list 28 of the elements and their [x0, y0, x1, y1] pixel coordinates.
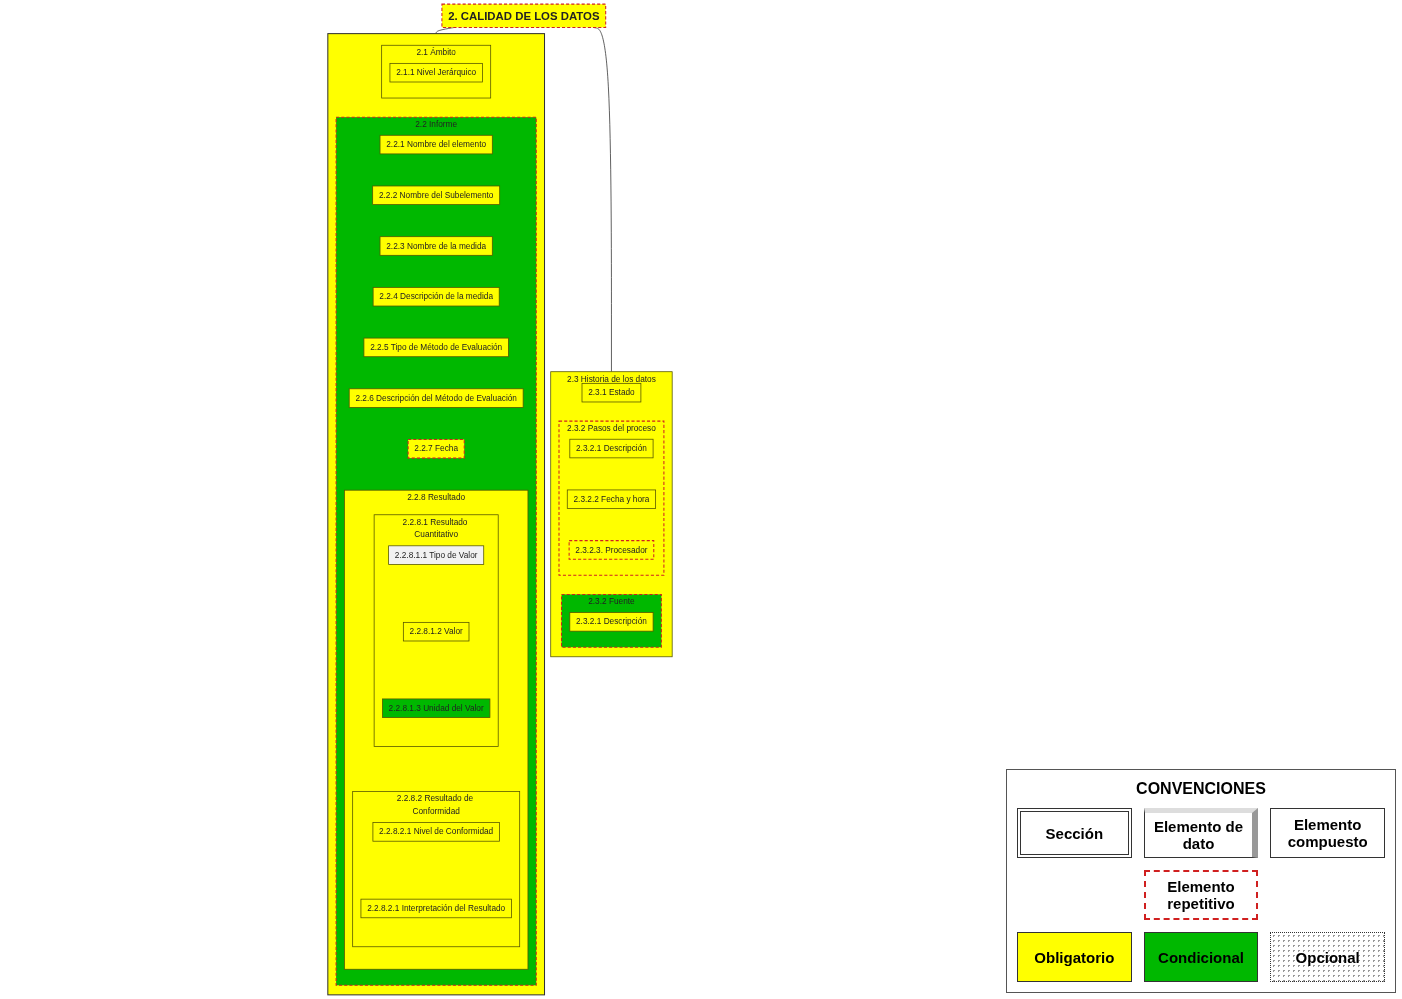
- legend-item: Elemento de dato: [1143, 808, 1259, 858]
- node-box: 2.2.8.2.1 Interpretación del Resultado: [360, 898, 512, 919]
- node-box: 2.2.2 Nombre del Subelemento: [372, 185, 501, 205]
- node-box: 2.2.8.1.1 Tipo de Valor: [388, 545, 485, 565]
- node-box: 2.3.2.1 Descripción: [569, 438, 654, 459]
- cluster: [327, 33, 546, 996]
- node-box: 2.2.5 Tipo de Método de Evaluación: [363, 337, 509, 358]
- node-box: 2.3.2.3. Procesador: [568, 540, 655, 560]
- node-box: 2.2.8.2.1 Nivel de Conformidad: [372, 822, 500, 842]
- node-box: 2. CALIDAD DE LOS DATOS: [441, 3, 607, 28]
- node-box: 2.2.6 Descripción del Método de Evaluación: [348, 388, 524, 408]
- legend-item: Elemento repetitivo: [1143, 870, 1259, 920]
- node-box: 2.3.2.1 Descripción: [569, 612, 654, 632]
- legend-item: Condicional: [1143, 932, 1259, 982]
- node-box: 2.2.3 Nombre de la medida: [379, 236, 493, 256]
- legend-item: Opcional: [1270, 932, 1385, 982]
- node-box: 2.3.2.2 Fecha y hora: [566, 489, 656, 509]
- node-box: 2.3.1 Estado: [581, 382, 642, 403]
- legend-item: Elemento compuesto: [1270, 808, 1385, 858]
- node-box: 2.2.8.1.2 Valor: [402, 622, 470, 642]
- node-box: 2.2.1 Nombre del elemento: [379, 134, 493, 155]
- node-box: 2.2.4 Descripción de la medida: [372, 287, 500, 307]
- node-box: 2.2.8.1.3 Unidad del Valor: [382, 698, 491, 718]
- node-box: 2.1.1 Nivel Jerárquico: [389, 63, 483, 83]
- legend-item: Sección: [1017, 808, 1132, 858]
- node-box: 2.2.7 Fecha: [407, 438, 465, 459]
- legend-title: CONVENCIONES: [1135, 780, 1267, 798]
- legend-item: Obligatorio: [1017, 932, 1132, 982]
